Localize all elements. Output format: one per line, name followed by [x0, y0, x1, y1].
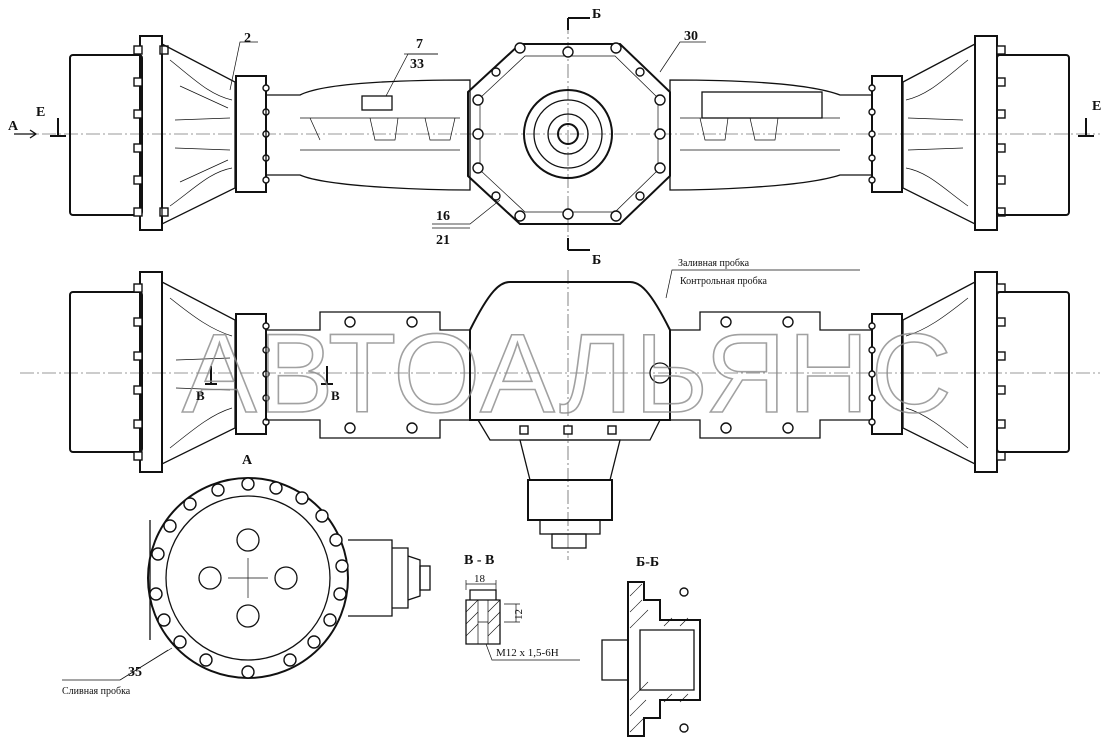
callout-35: 35 — [128, 665, 142, 680]
callout-2: 2 — [244, 31, 251, 46]
callout-30: 30 — [684, 29, 698, 44]
callout-33: 33 — [410, 57, 424, 72]
callout-16: 16 — [436, 209, 450, 224]
view-a — [62, 477, 431, 681]
fill-plug-note: Заливная пробка — [678, 258, 750, 269]
dimension-height: 12 — [513, 609, 525, 620]
section-v-v — [465, 580, 580, 661]
section-mark-b-bottom: Б — [592, 253, 601, 268]
section-mark-v-left: В — [196, 388, 205, 403]
top-view — [14, 17, 1100, 251]
section-mark-e-right: Е — [1092, 99, 1101, 114]
view-a-title: А — [242, 453, 253, 468]
drain-plug-note: Сливная пробка — [62, 686, 131, 697]
control-plug-note: Контрольная пробка — [680, 276, 767, 287]
thread-spec: М12 х 1,5-6Н — [496, 647, 559, 659]
section-bb-title: Б-Б — [636, 555, 659, 570]
section-vv-title: В - В — [464, 553, 494, 568]
callout-leaders — [119, 41, 706, 681]
section-mark-a: А — [8, 119, 19, 134]
watermark: АВТОАЛЬЯНС — [182, 311, 954, 436]
section-b-b — [601, 581, 701, 737]
callout-21: 21 — [436, 233, 450, 248]
section-mark-v-right: В — [331, 388, 340, 403]
section-mark-b-top: Б — [592, 7, 601, 22]
section-mark-e-left: Е — [36, 105, 45, 120]
front-view — [20, 269, 1100, 560]
dimension-width: 18 — [474, 573, 486, 585]
callout-7: 7 — [416, 37, 423, 52]
